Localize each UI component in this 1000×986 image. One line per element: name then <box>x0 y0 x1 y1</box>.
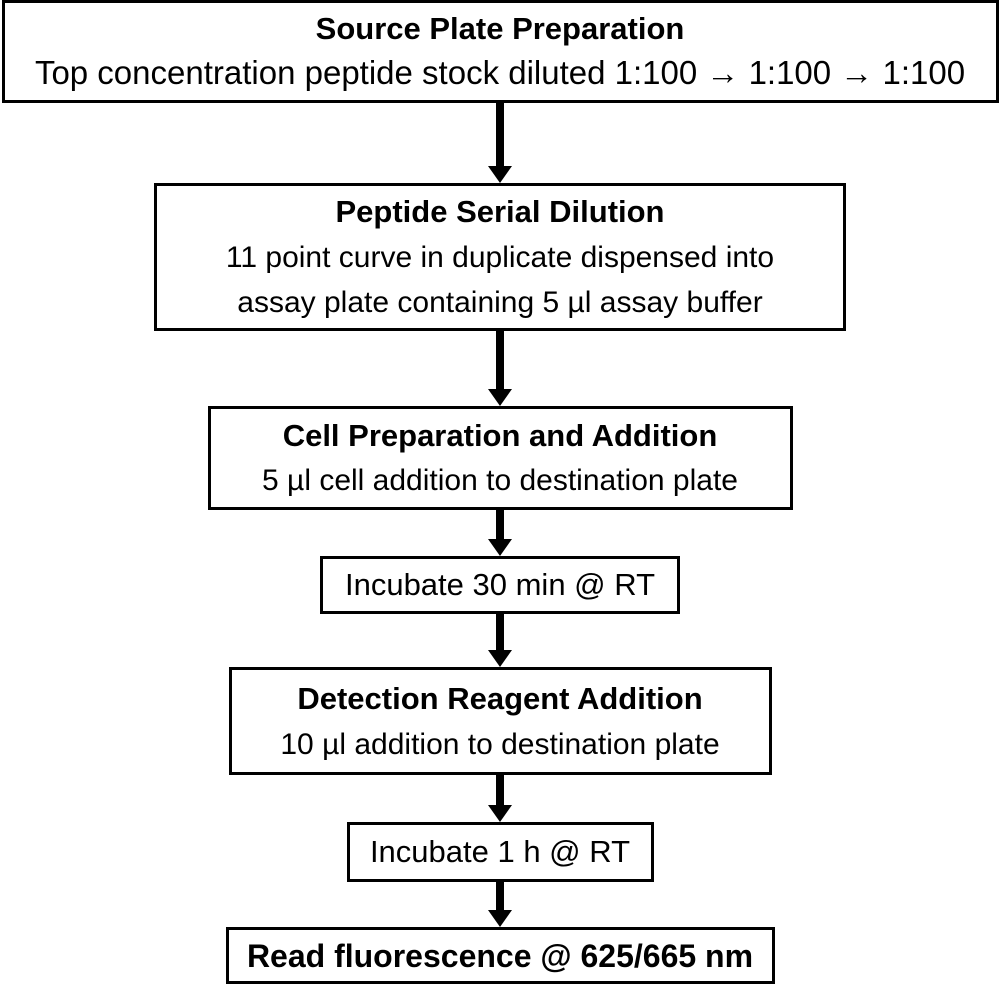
flow-arrow <box>488 614 512 667</box>
flow-arrow <box>488 510 512 556</box>
step-incubate-1-h: Incubate 1 h @ RT <box>346 822 654 882</box>
step-detail: Incubate 30 min @ RT <box>344 567 656 602</box>
flow-arrow <box>488 775 512 822</box>
arrow-head-icon <box>488 650 512 667</box>
step-detail: 10 µl addition to destination plate <box>280 727 720 761</box>
step-source-plate-preparation: Source Plate Preparation Top concentrati… <box>1 0 999 103</box>
arrow-head-icon <box>488 805 512 822</box>
arrow-head-icon <box>488 166 512 183</box>
arrow-stem <box>496 331 504 389</box>
flow-arrow <box>488 882 512 927</box>
arrow-stem <box>496 614 504 650</box>
step-detail: Read fluorescence @ 625/665 nm <box>246 937 754 974</box>
arrow-head-icon <box>488 539 512 556</box>
step-incubate-30-min: Incubate 30 min @ RT <box>320 556 680 614</box>
arrow-head-icon <box>488 910 512 927</box>
step-detail: 11 point curve in duplicate dispensed in… <box>225 241 775 274</box>
arrow-stem <box>496 103 504 166</box>
flow-arrow <box>488 331 512 406</box>
step-title: Detection Reagent Addition <box>297 680 703 716</box>
step-peptide-serial-dilution: Peptide Serial Dilution 11 point curve i… <box>154 183 846 331</box>
step-detection-reagent-addition: Detection Reagent Addition 10 µl additio… <box>228 667 772 775</box>
step-cell-preparation-and-addition: Cell Preparation and Addition 5 µl cell … <box>207 406 793 510</box>
step-detail: 5 µl cell addition to destination plate <box>262 464 738 497</box>
arrow-stem <box>496 882 504 910</box>
step-detail: Top concentration peptide stock diluted … <box>34 53 966 91</box>
arrow-stem <box>496 510 504 539</box>
flow-arrow <box>488 103 512 183</box>
step-title: Source Plate Preparation <box>315 10 685 46</box>
step-detail: Incubate 1 h @ RT <box>369 834 631 869</box>
step-title: Peptide Serial Dilution <box>335 194 665 229</box>
step-detail: assay plate containing 5 µl assay buffer <box>237 286 763 319</box>
step-title: Cell Preparation and Addition <box>282 418 718 453</box>
arrow-stem <box>496 775 504 805</box>
arrow-head-icon <box>488 389 512 406</box>
step-read-fluorescence: Read fluorescence @ 625/665 nm <box>225 927 775 984</box>
